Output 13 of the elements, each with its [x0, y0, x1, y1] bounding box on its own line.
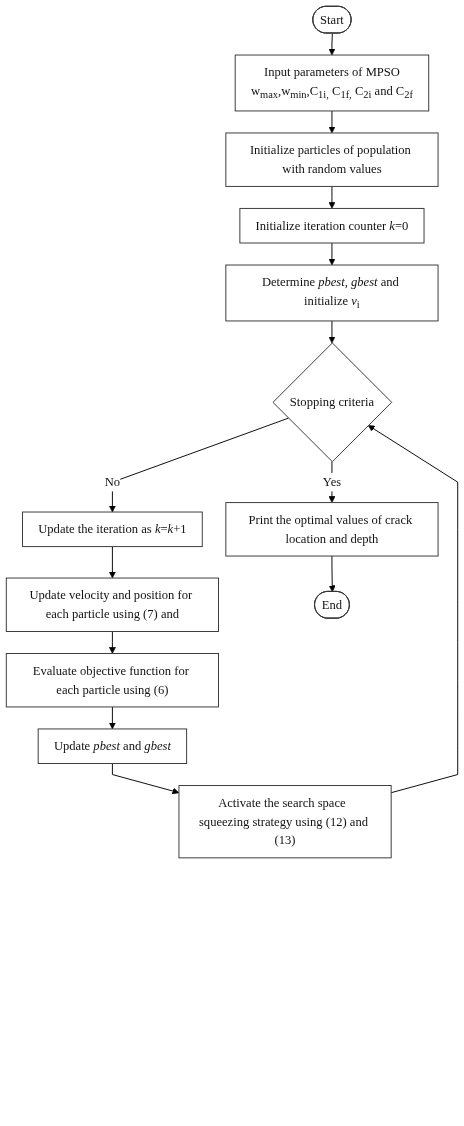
node-box: Initialize particles of population with random values	[225, 132, 439, 187]
edge-label: No	[104, 475, 121, 489]
node-box: Activate the search space squeezing strategy using (12) and (13)	[178, 785, 392, 859]
node-box: Determine pbest, gbest and initialize v$_{i}$	[225, 264, 439, 322]
node-box: Update velocity and position for each particle using (7) and	[5, 577, 219, 632]
node-box: Update the iteration as k=k+1	[22, 511, 203, 548]
node-box: Input parameters of MPSO w$_{max}$,w$_{min}$,C$_{1i,}$ C$_{1f,}$ C$_{2i}$ and C$_{2f}$	[234, 54, 430, 112]
node-diamond: Stopping criteria	[272, 342, 393, 463]
node-box: Print the optimal values of crack location and depth	[225, 502, 439, 557]
edge-label: Yes	[322, 475, 342, 489]
node-box: Update pbest and gbest	[37, 728, 188, 764]
node-box: Initialize iteration counter k=0	[239, 207, 425, 244]
node-box: Evaluate objective function for each particle using (6)	[5, 653, 219, 708]
